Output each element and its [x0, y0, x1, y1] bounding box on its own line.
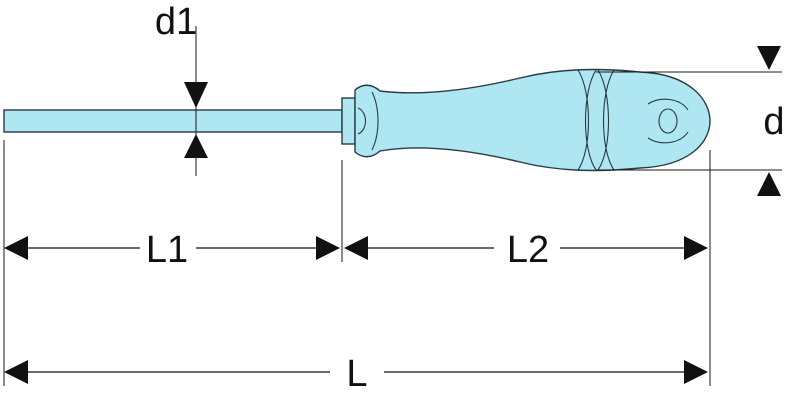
arrow-L1-right: [316, 236, 340, 260]
handle-hang-hole-rim: [647, 98, 689, 111]
arrow-d-bottom: [757, 172, 781, 196]
arrow-L1-left: [4, 236, 28, 260]
handle-front-flange: [371, 91, 379, 151]
arrow-d1-bottom: [184, 134, 208, 158]
label-L1: L1: [146, 229, 188, 271]
label-d: d: [763, 101, 784, 143]
handle-grip-groove-1: [577, 69, 589, 171]
dimension-d: d: [757, 46, 785, 196]
dimension-L2: L2: [344, 229, 708, 271]
handle-grip-groove-2: [585, 69, 597, 171]
handle-front-flange-inner: [357, 107, 367, 135]
arrow-L-right: [684, 360, 708, 384]
arrow-L2-left: [344, 236, 368, 260]
label-L2: L2: [507, 229, 549, 271]
dimension-L1: L1: [4, 229, 340, 271]
handle-grip-groove-3: [597, 69, 609, 171]
screwdriver: [3, 68, 711, 172]
screwdriver-handle: [354, 68, 711, 172]
handle-hang-hole-rim-lower: [647, 131, 689, 144]
screwdriver-ferrule: [341, 97, 356, 145]
arrow-L2-right: [684, 236, 708, 260]
label-L: L: [346, 353, 367, 395]
label-d1: d1: [155, 1, 197, 43]
handle-hang-hole: [658, 108, 678, 134]
arrow-d-top: [757, 46, 781, 70]
arrow-d1-top: [184, 82, 208, 108]
dimension-d1: d1: [155, 1, 208, 158]
screwdriver-shaft: [3, 109, 343, 133]
dimension-L: L: [4, 353, 708, 395]
arrow-L-left: [4, 360, 28, 384]
handle-grip-groove-4: [603, 69, 615, 171]
